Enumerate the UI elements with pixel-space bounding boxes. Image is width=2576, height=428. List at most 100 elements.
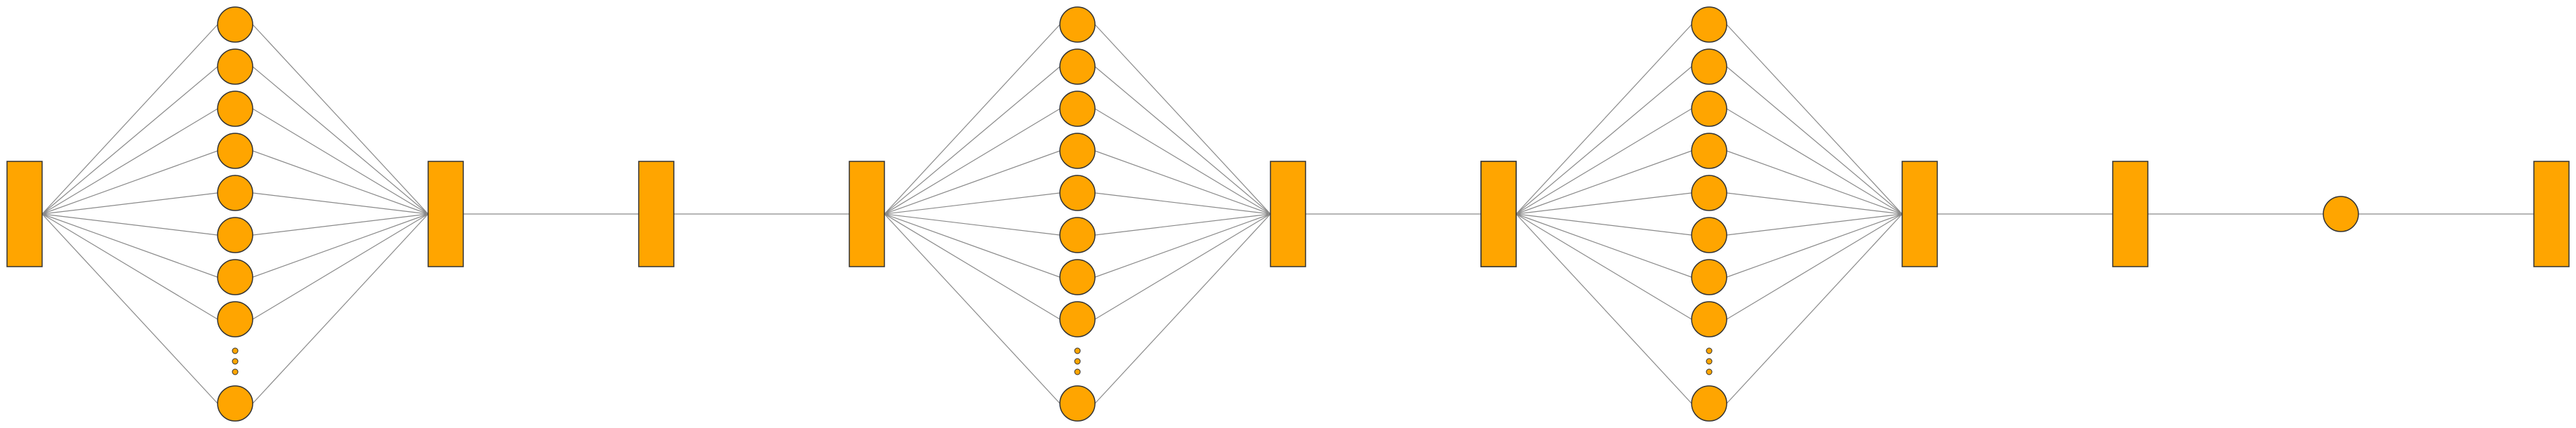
ellipsis-dot (232, 347, 239, 354)
neuron (1059, 91, 1096, 127)
neuron (1059, 259, 1096, 295)
connection-edge (252, 24, 429, 215)
connection-edge (1726, 213, 1903, 278)
neuron (217, 301, 253, 337)
neuron-column (217, 6, 253, 422)
connection-edge (1515, 150, 1692, 215)
nodes-layer (6, 6, 2570, 422)
neuron (1691, 385, 1727, 422)
ellipsis-dot (1074, 368, 1081, 375)
neuron (1691, 6, 1727, 43)
connection-edge (1726, 150, 1903, 215)
connection-edge (1726, 66, 1903, 215)
connection-edge (252, 150, 429, 215)
connection-edge (252, 213, 429, 236)
layer-block (2533, 161, 2570, 267)
connection-edge (1094, 213, 1271, 236)
connections-layer (41, 24, 2534, 404)
connection-edge (1726, 108, 1903, 215)
connection-edge (1515, 192, 1692, 215)
neuron-column (1691, 6, 1727, 422)
connection-edge (41, 192, 218, 215)
connection-edge (884, 108, 1061, 215)
layer-block (6, 161, 43, 267)
ellipsis-dot (1706, 368, 1713, 375)
connection-edge (1515, 213, 1692, 320)
connection-edge (41, 24, 218, 215)
neuron (1059, 48, 1096, 85)
neuron (1691, 91, 1727, 127)
connection-edge (1094, 213, 1271, 320)
neuron (1691, 217, 1727, 253)
connection-edge (1726, 213, 1903, 236)
neuron (1691, 259, 1727, 295)
neuron (217, 91, 253, 127)
connection-edge (1515, 24, 1692, 215)
ellipsis-dot (1706, 358, 1713, 365)
connection-edge (884, 192, 1061, 215)
neuron (217, 48, 253, 85)
connection-edge (41, 150, 218, 215)
neuron (1691, 175, 1727, 211)
neuron (217, 217, 253, 253)
connection-edge (1094, 213, 1271, 404)
connection-edge (884, 24, 1061, 215)
connection-edge (884, 213, 1061, 278)
connection-edge (1094, 108, 1271, 215)
connection-edge (1094, 150, 1271, 215)
ellipsis-dot (232, 368, 239, 375)
connection-edge (1094, 192, 1271, 215)
layer-block (1901, 161, 1938, 267)
connection-edge (884, 213, 1061, 320)
connection-edge (884, 213, 1061, 236)
connection-edge (884, 66, 1061, 215)
connection-edge (1726, 213, 1903, 320)
neuron (217, 6, 253, 43)
neuron (1691, 301, 1727, 337)
connection-edge (1515, 108, 1692, 215)
neuron (217, 385, 253, 422)
neuron-column (1059, 6, 1096, 422)
connection-edge (1515, 66, 1692, 215)
connection-edge (884, 213, 1061, 404)
neuron (217, 259, 253, 295)
layer-block (1480, 161, 1517, 267)
neuron (1059, 385, 1096, 422)
ellipsis-dot (232, 358, 239, 365)
connection-edge (1515, 213, 1692, 404)
layer-block (427, 161, 464, 267)
connection-edge (252, 213, 429, 278)
connection-edge (1094, 66, 1271, 215)
connection-edge (1726, 192, 1903, 215)
layer-block (2112, 161, 2149, 267)
connection-edge (252, 66, 429, 215)
neuron (1059, 6, 1096, 43)
output-neuron (2323, 196, 2359, 232)
layer-block (1270, 161, 1306, 267)
layer-block (849, 161, 885, 267)
connection-edge (252, 213, 429, 320)
neuron (217, 175, 253, 211)
connection-edge (41, 213, 218, 278)
neuron (217, 133, 253, 169)
neuron (1059, 301, 1096, 337)
neuron (1691, 48, 1727, 85)
connection-edge (884, 150, 1061, 215)
connection-edge (252, 108, 429, 215)
connection-edge (41, 213, 218, 320)
neuron (1059, 217, 1096, 253)
connection-edge (41, 213, 218, 236)
connection-edge (41, 108, 218, 215)
connection-edge (252, 192, 429, 215)
connection-edge (41, 213, 218, 404)
connection-edge (1094, 24, 1271, 215)
connection-edge (252, 213, 429, 404)
connection-edge (1515, 213, 1692, 236)
ellipsis-dot (1074, 358, 1081, 365)
layer-block (638, 161, 675, 267)
connection-edge (1094, 213, 1271, 278)
connection-edge (41, 66, 218, 215)
ellipsis-dot (1074, 347, 1081, 354)
connection-edge (1726, 24, 1903, 215)
